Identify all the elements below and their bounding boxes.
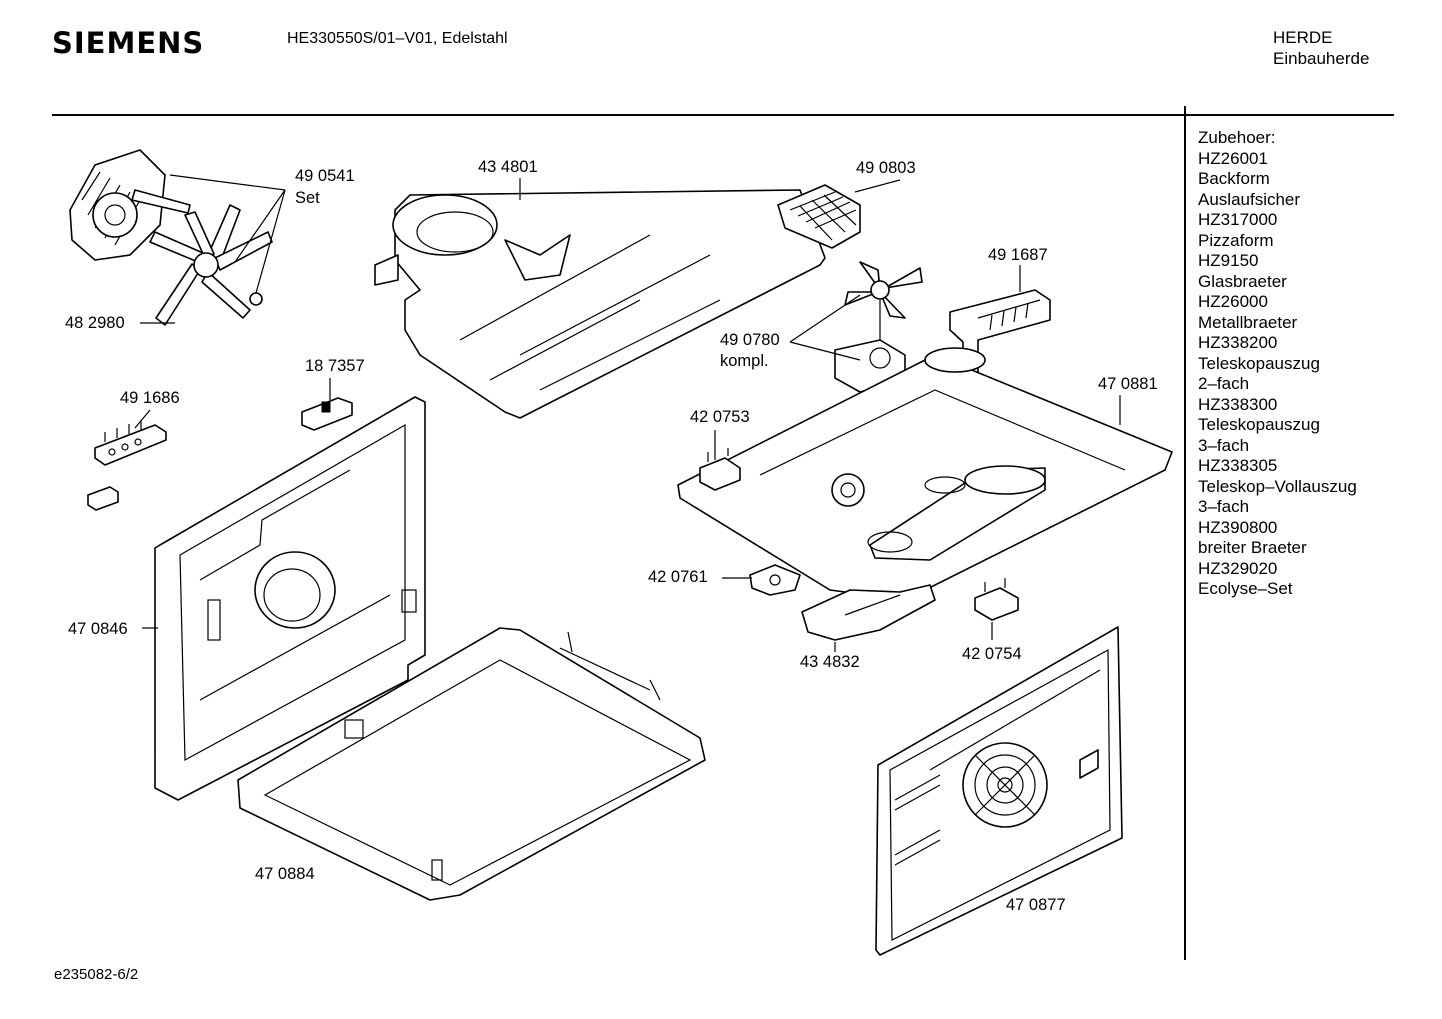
part-label-482980: 48 2980 [65,314,125,332]
connector-18-7357-drawing [301,397,353,431]
category-line-2: Einbauherde [1273,49,1370,68]
part-label-490541-set: Set [295,189,320,207]
heating-element-box-drawing [777,184,861,249]
accessory-item: HZ390800 [1198,517,1278,537]
fan-cover-panel-drawing [875,626,1123,956]
part-label-420761: 42 0761 [648,568,708,586]
accessory-item: HZ26000 [1198,292,1268,311]
part-label-491687: 49 1687 [988,246,1048,264]
part-label-490780: 49 0780 [720,331,780,349]
part-label-470884: 47 0884 [255,865,315,883]
accessories-list: Zubehoer: HZ26001 Backform Auslaufsicher… [1198,128,1357,600]
accessory-item: HZ317000 [1198,210,1278,229]
part-label-470881: 47 0881 [1098,375,1158,393]
part-label-491686: 49 1686 [120,389,180,407]
header-divider [52,114,1394,116]
accessory-item: Glasbraeter [1198,271,1287,291]
model-title: HE330550S/01–V01, Edelstahl [287,30,508,47]
category-line-1: HERDE [1273,28,1333,47]
accessory-item: breiter Braeter [1198,538,1307,557]
accessory-item: Auslaufsicher [1198,189,1301,209]
fan-impeller-drawing [149,204,273,326]
switch-42-0754-drawing [974,578,1019,621]
drawing-id: e235082‑6/2 [54,966,139,983]
part-label-490803: 49 0803 [856,159,916,177]
part-label-420754: 42 0754 [962,645,1022,663]
accessory-item: Teleskopauszug [1198,415,1320,434]
part-label-434832: 43 4832 [800,653,860,671]
part-label-420753: 42 0753 [690,408,750,426]
oven-top-plate-drawing [677,347,1173,601]
part-label-470846: 47 0846 [68,620,128,638]
part-label-434801: 43 4801 [478,158,538,176]
part-label-490541: 49 0541 [295,167,355,185]
accessory-item: HZ338300 [1198,394,1278,414]
mounting-bracket-drawing [749,564,801,596]
accessory-item: Teleskop–Vollauszug [1198,476,1357,496]
rear-duct-panel-drawing [374,189,826,419]
accessory-item: 3–fach [1198,435,1250,455]
accessory-item: Metallbraeter [1198,312,1298,332]
accessory-item: Teleskopauszug [1198,353,1320,373]
brand-logo: SIEMENS [52,26,205,60]
accessory-item: HZ9150 [1198,251,1259,270]
part-label-187357: 18 7357 [305,357,365,375]
bottom-tray-drawing [237,627,706,901]
accessory-item: HZ338200 [1198,333,1278,352]
accessory-item: 3–fach [1198,497,1250,516]
accessory-item: HZ338305 [1198,456,1278,475]
part-label-470877: 47 0877 [1006,896,1066,914]
exploded-parts-diagram [69,149,1173,956]
terminal-strip-drawing [87,420,167,511]
accessory-item: Backform [1198,169,1270,188]
accessory-item: Pizzaform [1198,230,1274,250]
accessory-item: HZ26001 [1198,148,1268,168]
accessory-item: 2–fach [1198,374,1250,393]
accessory-item: HZ329020 [1198,558,1278,578]
fan-motor-drawing [69,149,191,261]
back-wall-drawing [154,396,426,801]
sidebar-divider [1184,106,1186,960]
base-plate-drawing [801,584,936,641]
accessory-item: Ecolyse–Set [1198,579,1293,598]
appliance-category: HERDE Einbauherde [1273,27,1369,69]
accessory-item: Zubehoer: [1198,128,1276,147]
part-label-490780-kompl: kompl. [720,352,769,370]
switch-42-0753-drawing [699,448,741,491]
